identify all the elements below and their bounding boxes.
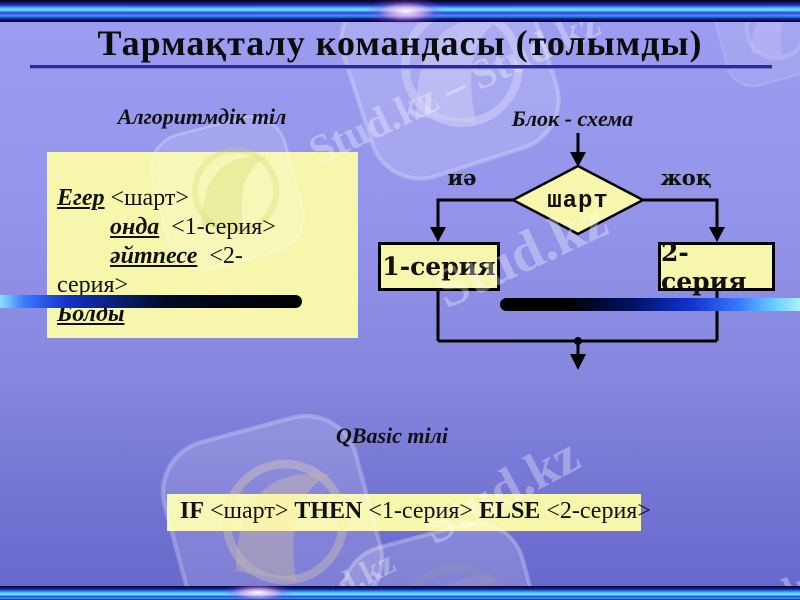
keyword-onda: онда xyxy=(110,214,160,240)
series2-placeholder-wrap: серия> xyxy=(57,272,129,298)
algorithm-language-heading: Алгоритмдік тіл xyxy=(117,104,287,129)
qbasic-statement-panel xyxy=(167,494,641,531)
decorative-bar-left xyxy=(0,295,302,308)
algorithm-line: Егер <шарт> xyxy=(57,184,357,213)
flow-line-false-branch xyxy=(643,198,719,228)
keyword-then: THEN xyxy=(294,498,363,524)
title-underline-rule xyxy=(30,65,772,69)
algorithm-line: әйтпесе <2- xyxy=(57,242,357,271)
keyword-aytpese: әйтпесе xyxy=(110,243,198,269)
branch-label-no: жоқ xyxy=(660,165,712,190)
condition-placeholder: <шарт> xyxy=(104,185,189,211)
keyword-else: ELSE xyxy=(478,498,541,524)
series1-placeholder: <1-серия> xyxy=(159,214,276,240)
series2-placeholder: <2- xyxy=(197,243,243,269)
keyword-if: IF xyxy=(180,498,204,524)
algorithm-line: онда <1-серия> xyxy=(57,213,357,242)
algorithm-line: серия> xyxy=(57,271,357,300)
qbasic-condition: <шарт> xyxy=(204,498,295,524)
flowchart-heading: Блок - схема xyxy=(511,106,634,131)
qbasic-statement: IF <шарт> THEN <1-серия> ELSE <2-серия> xyxy=(180,498,651,525)
process-box-series2: 2-серия xyxy=(658,238,775,296)
arrowhead-into-diamond xyxy=(570,152,586,167)
merge-junction-dot xyxy=(574,337,582,345)
branch-label-yes: иә xyxy=(447,165,477,190)
decision-condition-label: шарт xyxy=(547,188,609,215)
arrowhead-exit xyxy=(570,354,586,370)
slide-title: Тармақталу командасы (толымды) xyxy=(97,23,703,63)
decorative-bar-right xyxy=(500,298,800,311)
arrowhead-into-box1 xyxy=(430,227,446,242)
top-neon-bar xyxy=(0,0,800,22)
qbasic-series2: <2-серия> xyxy=(540,498,651,524)
qbasic-heading: QBasic тілі xyxy=(335,423,449,448)
keyword-eger: Егер xyxy=(57,185,105,211)
bottom-neon-bar xyxy=(0,586,800,600)
process-box-series1: 1-серия xyxy=(378,242,500,291)
qbasic-series1: <1-серия> xyxy=(362,498,479,524)
flow-line-true-branch xyxy=(436,198,513,228)
